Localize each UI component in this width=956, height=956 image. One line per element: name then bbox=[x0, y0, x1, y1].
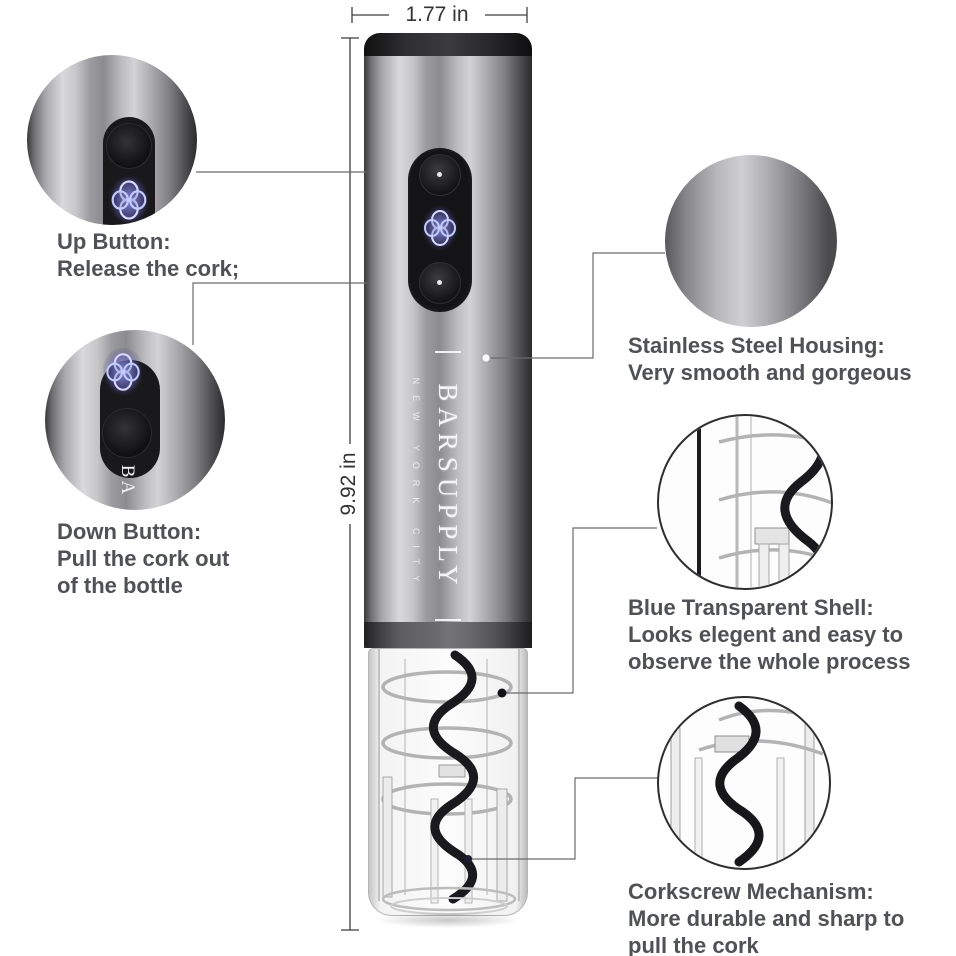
up-button-zoom-circle bbox=[27, 55, 197, 225]
down-button bbox=[419, 262, 461, 304]
up-button bbox=[419, 154, 461, 196]
corkscrew-spiral bbox=[429, 650, 479, 904]
down-button-callout-text: Down Button: Pull the cork out of the bo… bbox=[57, 518, 229, 599]
button-panel-zoomed bbox=[103, 117, 155, 225]
callout-title: Stainless Steel Housing: bbox=[628, 333, 885, 358]
up-button-callout-text: Up Button: Release the cork; bbox=[57, 228, 239, 282]
callout-line: Release the cork; bbox=[57, 256, 240, 281]
corkscrew-graphic bbox=[378, 649, 520, 915]
up-button-zoomed bbox=[106, 123, 152, 169]
callout-line: observe the whole process bbox=[628, 649, 911, 674]
housing-callout-text: Stainless Steel Housing: Very smooth and… bbox=[628, 332, 912, 386]
brand-city-text: NEW YORK CITY bbox=[411, 377, 421, 593]
callout-line: of the bottle bbox=[57, 573, 183, 598]
down-button-zoom-circle: BA bbox=[45, 330, 225, 510]
brand-partial-text: BA bbox=[117, 464, 138, 498]
corkscrew-zoom-graphic bbox=[670, 701, 829, 868]
callout-line: Very smooth and gorgeous bbox=[628, 360, 912, 385]
down-button-zoomed bbox=[102, 408, 152, 458]
shell-zoom-circle bbox=[657, 414, 833, 590]
callout-line: More durable and sharp to bbox=[628, 906, 905, 931]
callout-title: Blue Transparent Shell: bbox=[628, 595, 874, 620]
callout-line: Pull the cork out bbox=[57, 546, 230, 571]
shell-zoom-graphic bbox=[697, 416, 831, 588]
shell-callout-text: Blue Transparent Shell: Looks elegent an… bbox=[628, 594, 910, 675]
brand-text: BARSUPPLY bbox=[433, 383, 463, 591]
width-dimension-label: 1.77 in bbox=[389, 2, 485, 28]
callout-line: Looks elegent and easy to bbox=[628, 622, 904, 647]
brand-rule-top bbox=[435, 351, 461, 353]
callout-title: Corkscrew Mechanism: bbox=[628, 879, 874, 904]
corkscrew-zoom-circle bbox=[657, 696, 831, 870]
brand-rule-bottom bbox=[435, 619, 461, 621]
housing-zoom-circle bbox=[665, 155, 837, 327]
product-shadow bbox=[374, 912, 522, 928]
led-power-icon bbox=[109, 175, 149, 225]
button-center-dot bbox=[437, 172, 442, 177]
callout-title: Up Button: bbox=[57, 229, 171, 254]
height-dimension-label: 9.92 in bbox=[336, 444, 362, 524]
corkscrew-callout-text: Corkscrew Mechanism: More durable and sh… bbox=[628, 878, 904, 956]
led-power-icon bbox=[422, 205, 458, 251]
transparent-shell bbox=[368, 648, 528, 916]
led-power-icon bbox=[103, 348, 143, 396]
down-button-leader bbox=[192, 282, 367, 345]
callout-title: Down Button: bbox=[57, 519, 202, 544]
callout-line: pull the cork bbox=[628, 933, 759, 956]
metal-housing-bottom-edge bbox=[364, 622, 532, 648]
button-center-dot bbox=[437, 280, 442, 285]
button-panel bbox=[408, 148, 472, 312]
